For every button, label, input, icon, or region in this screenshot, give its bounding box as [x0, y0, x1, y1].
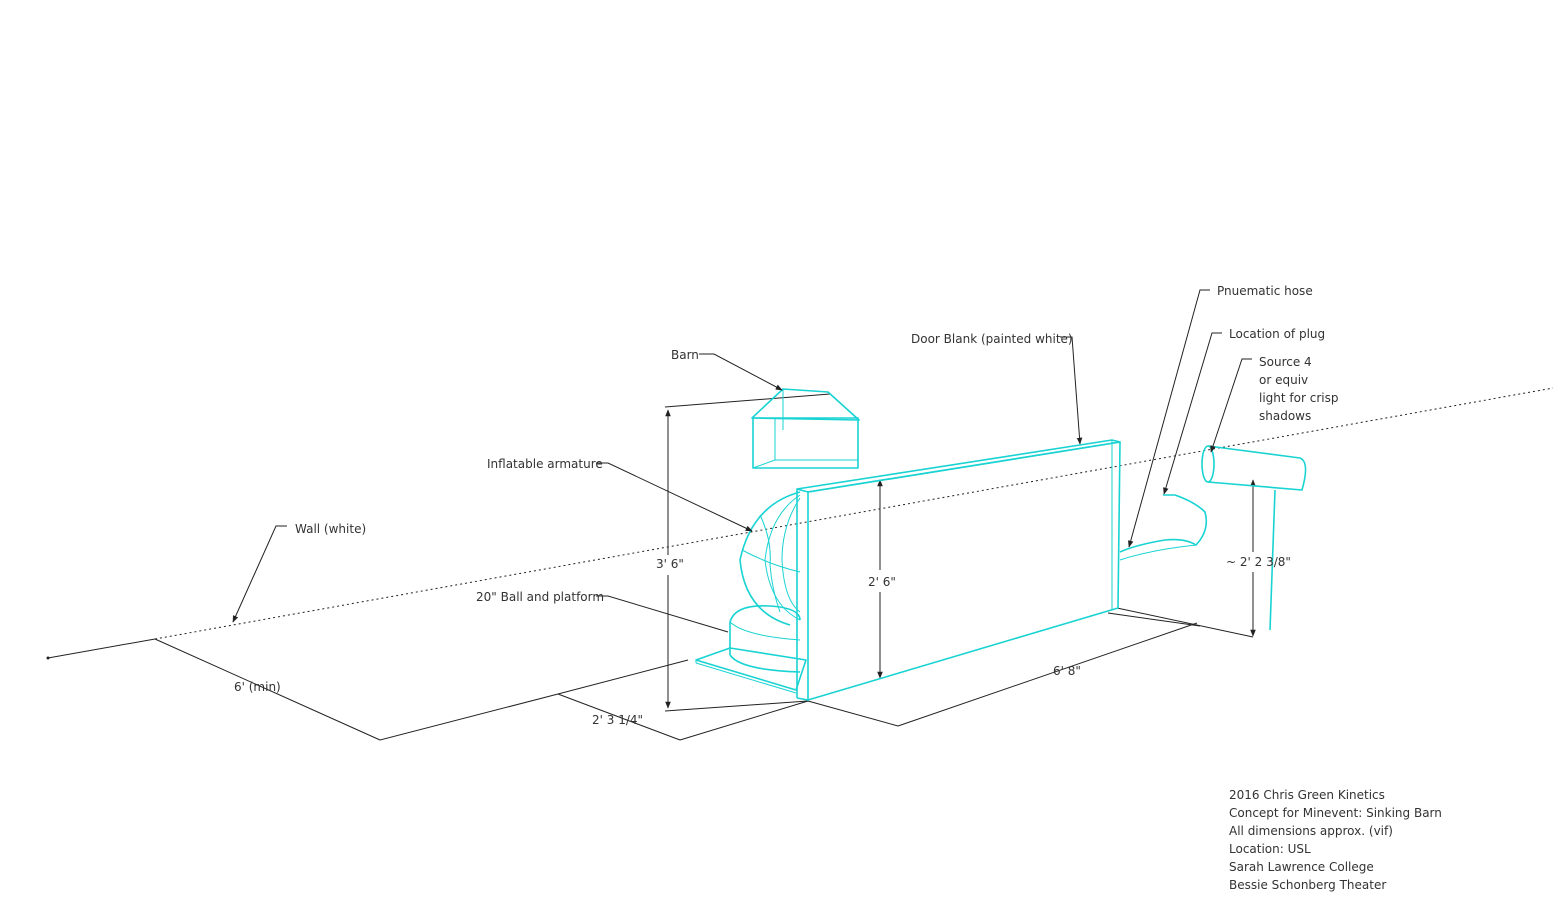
- label-location-of-plug: Location of plug: [1229, 327, 1325, 341]
- label-inflatable-armature: Inflatable armature: [487, 457, 603, 471]
- floor-dimension-lines: [154, 607, 1254, 741]
- note-line: Location: USL: [1229, 842, 1311, 856]
- ball-base: [729, 605, 801, 673]
- note-line: Sarah Lawrence College: [1229, 860, 1374, 874]
- dim-door-height: 2' 6": [868, 575, 896, 589]
- wall-line: [46, 387, 1553, 660]
- dim-door-width: 6' 8": [1053, 664, 1081, 678]
- leader-lines: [232, 289, 1252, 633]
- dim-wall-distance: 6' (min): [234, 680, 281, 694]
- dimension-height-total: [664, 393, 831, 712]
- note-line: 2016 Chris Green Kinetics: [1229, 788, 1385, 802]
- label-source4-line3: light for crisp: [1259, 391, 1338, 405]
- barn: [751, 388, 860, 469]
- inflatable-sphere: [739, 491, 801, 626]
- dim-light-height: ~ 2' 2 3/8": [1226, 555, 1291, 569]
- label-wall: Wall (white): [295, 522, 366, 536]
- label-source4-line4: shadows: [1259, 409, 1311, 423]
- label-barn: Barn: [671, 348, 699, 362]
- source4-light: [1201, 445, 1307, 631]
- label-source4-line2: or equiv: [1259, 373, 1308, 387]
- label-door-blank: Door Blank (painted white): [911, 332, 1073, 346]
- door-blank: [796, 439, 1121, 701]
- dim-platform-depth: 2' 3 1/4": [592, 713, 643, 727]
- platform: [695, 647, 807, 694]
- label-pneumatic-hose: Pnuematic hose: [1217, 284, 1313, 298]
- label-ball-platform: 20" Ball and platform: [476, 590, 604, 604]
- dim-height-total: 3' 6": [656, 557, 684, 571]
- note-line: Bessie Schonberg Theater: [1229, 878, 1387, 892]
- pneumatic-hose: [1119, 494, 1208, 561]
- notes-block: 2016 Chris Green Kinetics Concept for Mi…: [1229, 786, 1442, 894]
- note-line: All dimensions approx. (vif): [1229, 824, 1393, 838]
- label-source4-line1: Source 4: [1259, 355, 1312, 369]
- note-line: Concept for Minevent: Sinking Barn: [1229, 806, 1442, 820]
